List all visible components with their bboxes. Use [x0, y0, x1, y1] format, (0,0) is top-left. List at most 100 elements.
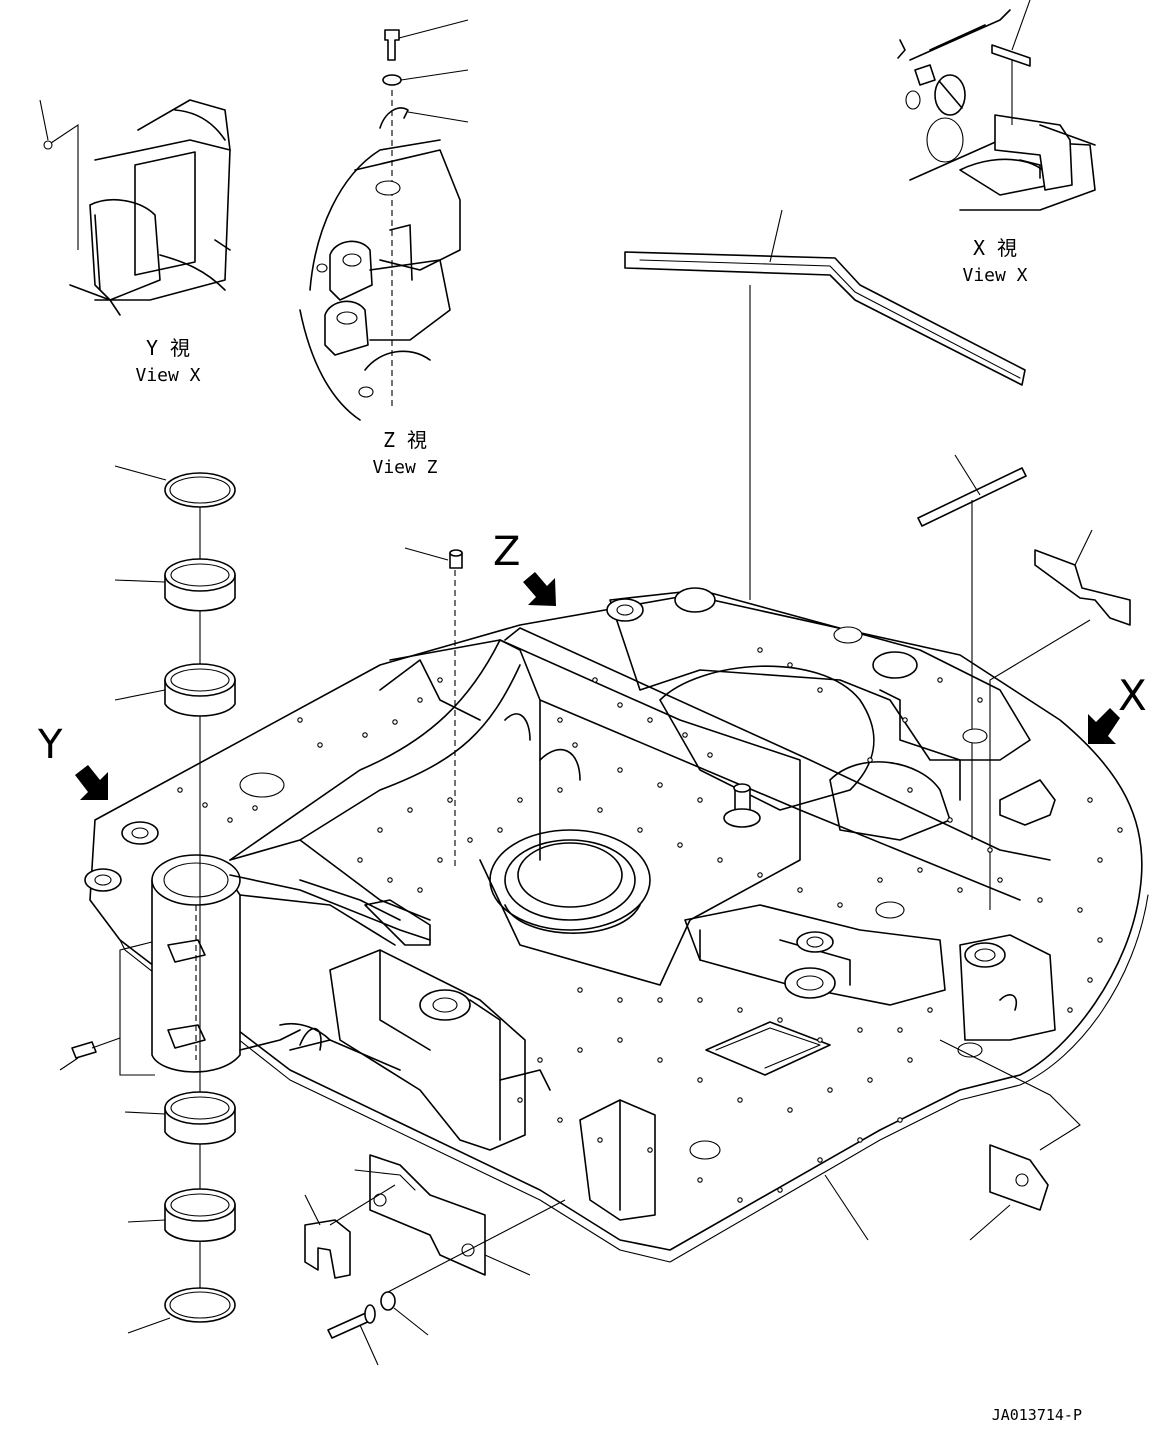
drill-hole [517, 797, 523, 803]
drill-hole [617, 702, 623, 708]
swing-bracket [151, 854, 431, 1073]
drill-hole [1037, 897, 1043, 903]
drill-hole [677, 842, 683, 848]
drill-hole [897, 1027, 903, 1033]
drill-hole [647, 717, 653, 723]
drill-hole [927, 1007, 933, 1013]
view-y-inset: Y 視 View X [39, 99, 231, 386]
drill-hole [897, 1117, 903, 1123]
drill-hole [777, 1017, 783, 1023]
drill-hole [592, 677, 598, 683]
drill-hole [737, 1197, 743, 1203]
view-x-block [994, 114, 1073, 191]
drill-hole [617, 997, 623, 1003]
drill-hole [717, 857, 723, 863]
drill-hole [637, 827, 643, 833]
drill-hole [177, 787, 183, 793]
drill-hole [577, 987, 583, 993]
view-z-washer [382, 74, 402, 86]
drill-hole [907, 787, 913, 793]
drill-hole [817, 1037, 823, 1043]
drill-hole [977, 697, 983, 703]
view-arrow-x-letter: X [1118, 671, 1147, 720]
drill-hole [1097, 857, 1103, 863]
drawing-number: JA013714-P [992, 1406, 1082, 1424]
drill-hole [1087, 977, 1093, 983]
grease-fitting [71, 1041, 97, 1059]
bushing-stack [59, 465, 236, 1334]
drill-hole [737, 1097, 743, 1103]
drill-hole [1077, 907, 1083, 913]
drill-hole [617, 767, 623, 773]
view-arrow-x: X [1088, 671, 1147, 744]
drill-hole [387, 877, 393, 883]
drill-hole [557, 717, 563, 723]
view-x-inset: X 視 View X [897, 0, 1096, 286]
drill-hole [697, 1177, 703, 1183]
long-plate-part [624, 251, 1026, 386]
bottom-loose-parts [304, 1039, 1081, 1366]
view-arrow-z-letter: Z [493, 529, 520, 575]
arrow-y-icon [75, 765, 108, 800]
drill-hole [877, 877, 883, 883]
drill-hole [417, 887, 423, 893]
drill-hole [817, 687, 823, 693]
drill-hole [817, 1157, 823, 1163]
view-arrow-y: Y [37, 722, 108, 800]
arrow-z-icon [523, 572, 556, 606]
drill-hole [902, 717, 908, 723]
drill-hole [572, 742, 578, 748]
bracket-part [1034, 549, 1131, 626]
drill-hole [697, 997, 703, 1003]
view-arrow-z: Z [493, 529, 556, 606]
drill-hole [757, 647, 763, 653]
drill-hole [252, 805, 258, 811]
drill-hole [467, 837, 473, 843]
drill-hole [867, 757, 873, 763]
view-arrow-y-letter: Y [37, 722, 63, 768]
view-y-label-en: View X [135, 365, 200, 386]
drill-hole [907, 1057, 913, 1063]
drill-hole [787, 662, 793, 668]
drill-hole [517, 1097, 523, 1103]
drill-hole [657, 782, 663, 788]
drill-hole [317, 742, 323, 748]
drill-hole [867, 1077, 873, 1083]
drill-hole [1067, 1007, 1073, 1013]
drill-hole [557, 787, 563, 793]
drill-hole [377, 827, 383, 833]
drill-hole [202, 802, 208, 808]
drill-hole [577, 1047, 583, 1053]
drill-hole [417, 697, 423, 703]
loose-strips [624, 209, 1131, 910]
view-z-label-jp: Z 視 [383, 428, 427, 452]
bottom-washer [380, 1291, 396, 1311]
drill-hole [797, 887, 803, 893]
drill-hole [857, 1137, 863, 1143]
clip-part [304, 1219, 351, 1279]
drill-hole [437, 857, 443, 863]
drill-hole [597, 1137, 603, 1143]
drill-hole [447, 797, 453, 803]
view-x-label-jp: X 視 [973, 236, 1017, 260]
drill-hole [537, 1057, 543, 1063]
drill-hole [357, 857, 363, 863]
cover-plate [369, 1154, 486, 1276]
drill-hole [297, 717, 303, 723]
drill-hole [857, 1027, 863, 1033]
main-frame [84, 570, 1149, 1263]
drill-hole [682, 732, 688, 738]
drill-hole [757, 872, 763, 878]
drill-hole [597, 807, 603, 813]
drill-hole [917, 867, 923, 873]
drill-hole [497, 827, 503, 833]
drill-hole [707, 752, 713, 758]
drill-hole [407, 807, 413, 813]
view-y-label-jp: Y 視 [146, 336, 190, 360]
drill-hole [617, 1037, 623, 1043]
drill-hole [937, 677, 943, 683]
drill-hole [657, 1057, 663, 1063]
drill-hole [657, 997, 663, 1003]
drill-hole [827, 1087, 833, 1093]
